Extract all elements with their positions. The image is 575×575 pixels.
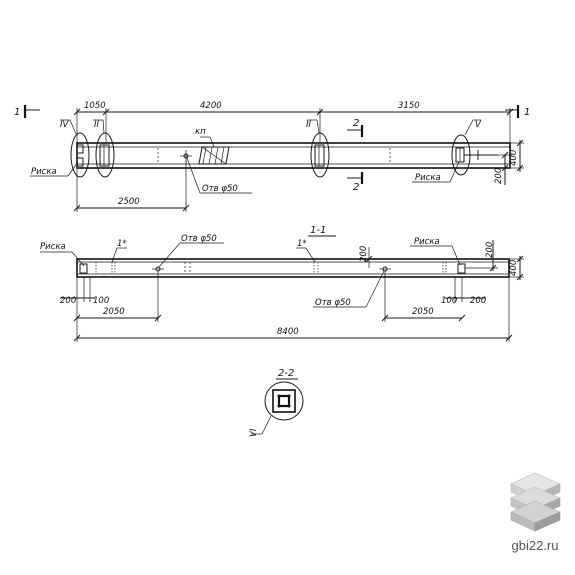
watermark-logo [510,472,561,532]
label-riska-mid-left: Риска [40,242,66,252]
dim-200-mid-right-v: 200 [485,242,495,258]
cut-1-left-label: 1 [14,107,20,118]
callout-VI: VI [249,428,259,437]
section-2-2-outer [272,389,296,413]
label-riska-mid-right: Риска [414,237,440,247]
section-2-2-inner [277,394,291,408]
label-otv-top: Отв φ50 [202,184,238,194]
dim-2500-group: 2500 [73,160,190,212]
label-otv-mid-left: Отв φ50 [181,234,217,244]
top-view [70,132,511,178]
dim-2500: 2500 [118,197,140,207]
label-otv-mid-right: Отв φ50 [315,298,351,308]
cut-2-bottom-label: 2 [353,182,359,193]
dim-200-up: 200 [359,246,369,262]
cut-2-markers: 2 2 [347,118,364,193]
top-leaders: Риска Риска Отв φ50 кп [30,127,460,194]
callout-ellipse-VI [264,381,304,421]
watermark-site: gbi22.ru [511,538,559,553]
label-1-left: 1* [117,239,127,249]
callout-ellipse-II-left [95,132,115,178]
section-1-1-dims: 200 100 100 200 2050 2050 8400 [60,271,513,342]
section-1-1-view: 1-1 Риска Риска 1* 1* [40,225,524,308]
dim-4200: 4200 [200,101,222,111]
dim-1050: 1050 [84,101,106,111]
dim-400-top: 400 [509,150,519,166]
dim-200-right: 200 [470,296,486,306]
dim-200-top: 200 [494,168,504,184]
label-1-right: 1* [297,239,307,249]
section-2-2-title: 2-2 [278,368,294,379]
callout-II-left: II [94,120,100,130]
top-dimensions: 1050 4200 3150 [73,101,514,143]
callout-IV: IV [60,120,70,130]
left-insert [99,144,110,167]
dim-100-left: 100 [93,296,109,306]
dim-2050-right: 2050 [412,307,434,317]
beam-top [76,142,511,169]
label-riska-top: Риска [31,167,57,177]
dim-100-right: 100 [441,296,457,306]
label-riska-top-right: Риска [415,173,441,183]
callout-V: V [475,120,482,130]
callout-ellipse-IV [70,132,90,178]
dim-200-left: 200 [60,296,76,306]
right-dims-top: 400 200 [494,139,524,185]
cut-1-markers: 1 1 [14,105,530,118]
section-2-2-view: 2-2 VI [249,368,304,437]
cut-1-right-label: 1 [524,107,530,118]
cut-2-top-label: 2 [353,118,359,129]
callouts-top: IV II II V [60,119,482,136]
dim-8400: 8400 [277,327,299,337]
dim-3150: 3150 [398,101,420,111]
left-end-plate [76,144,84,154]
section-1-1-title: 1-1 [310,225,326,236]
dim-2050-left: 2050 [103,307,125,317]
label-kp: кп [195,127,206,137]
dim-400-mid: 400 [509,260,519,276]
beam-section [76,258,510,278]
callout-II-mid: II [306,120,312,130]
